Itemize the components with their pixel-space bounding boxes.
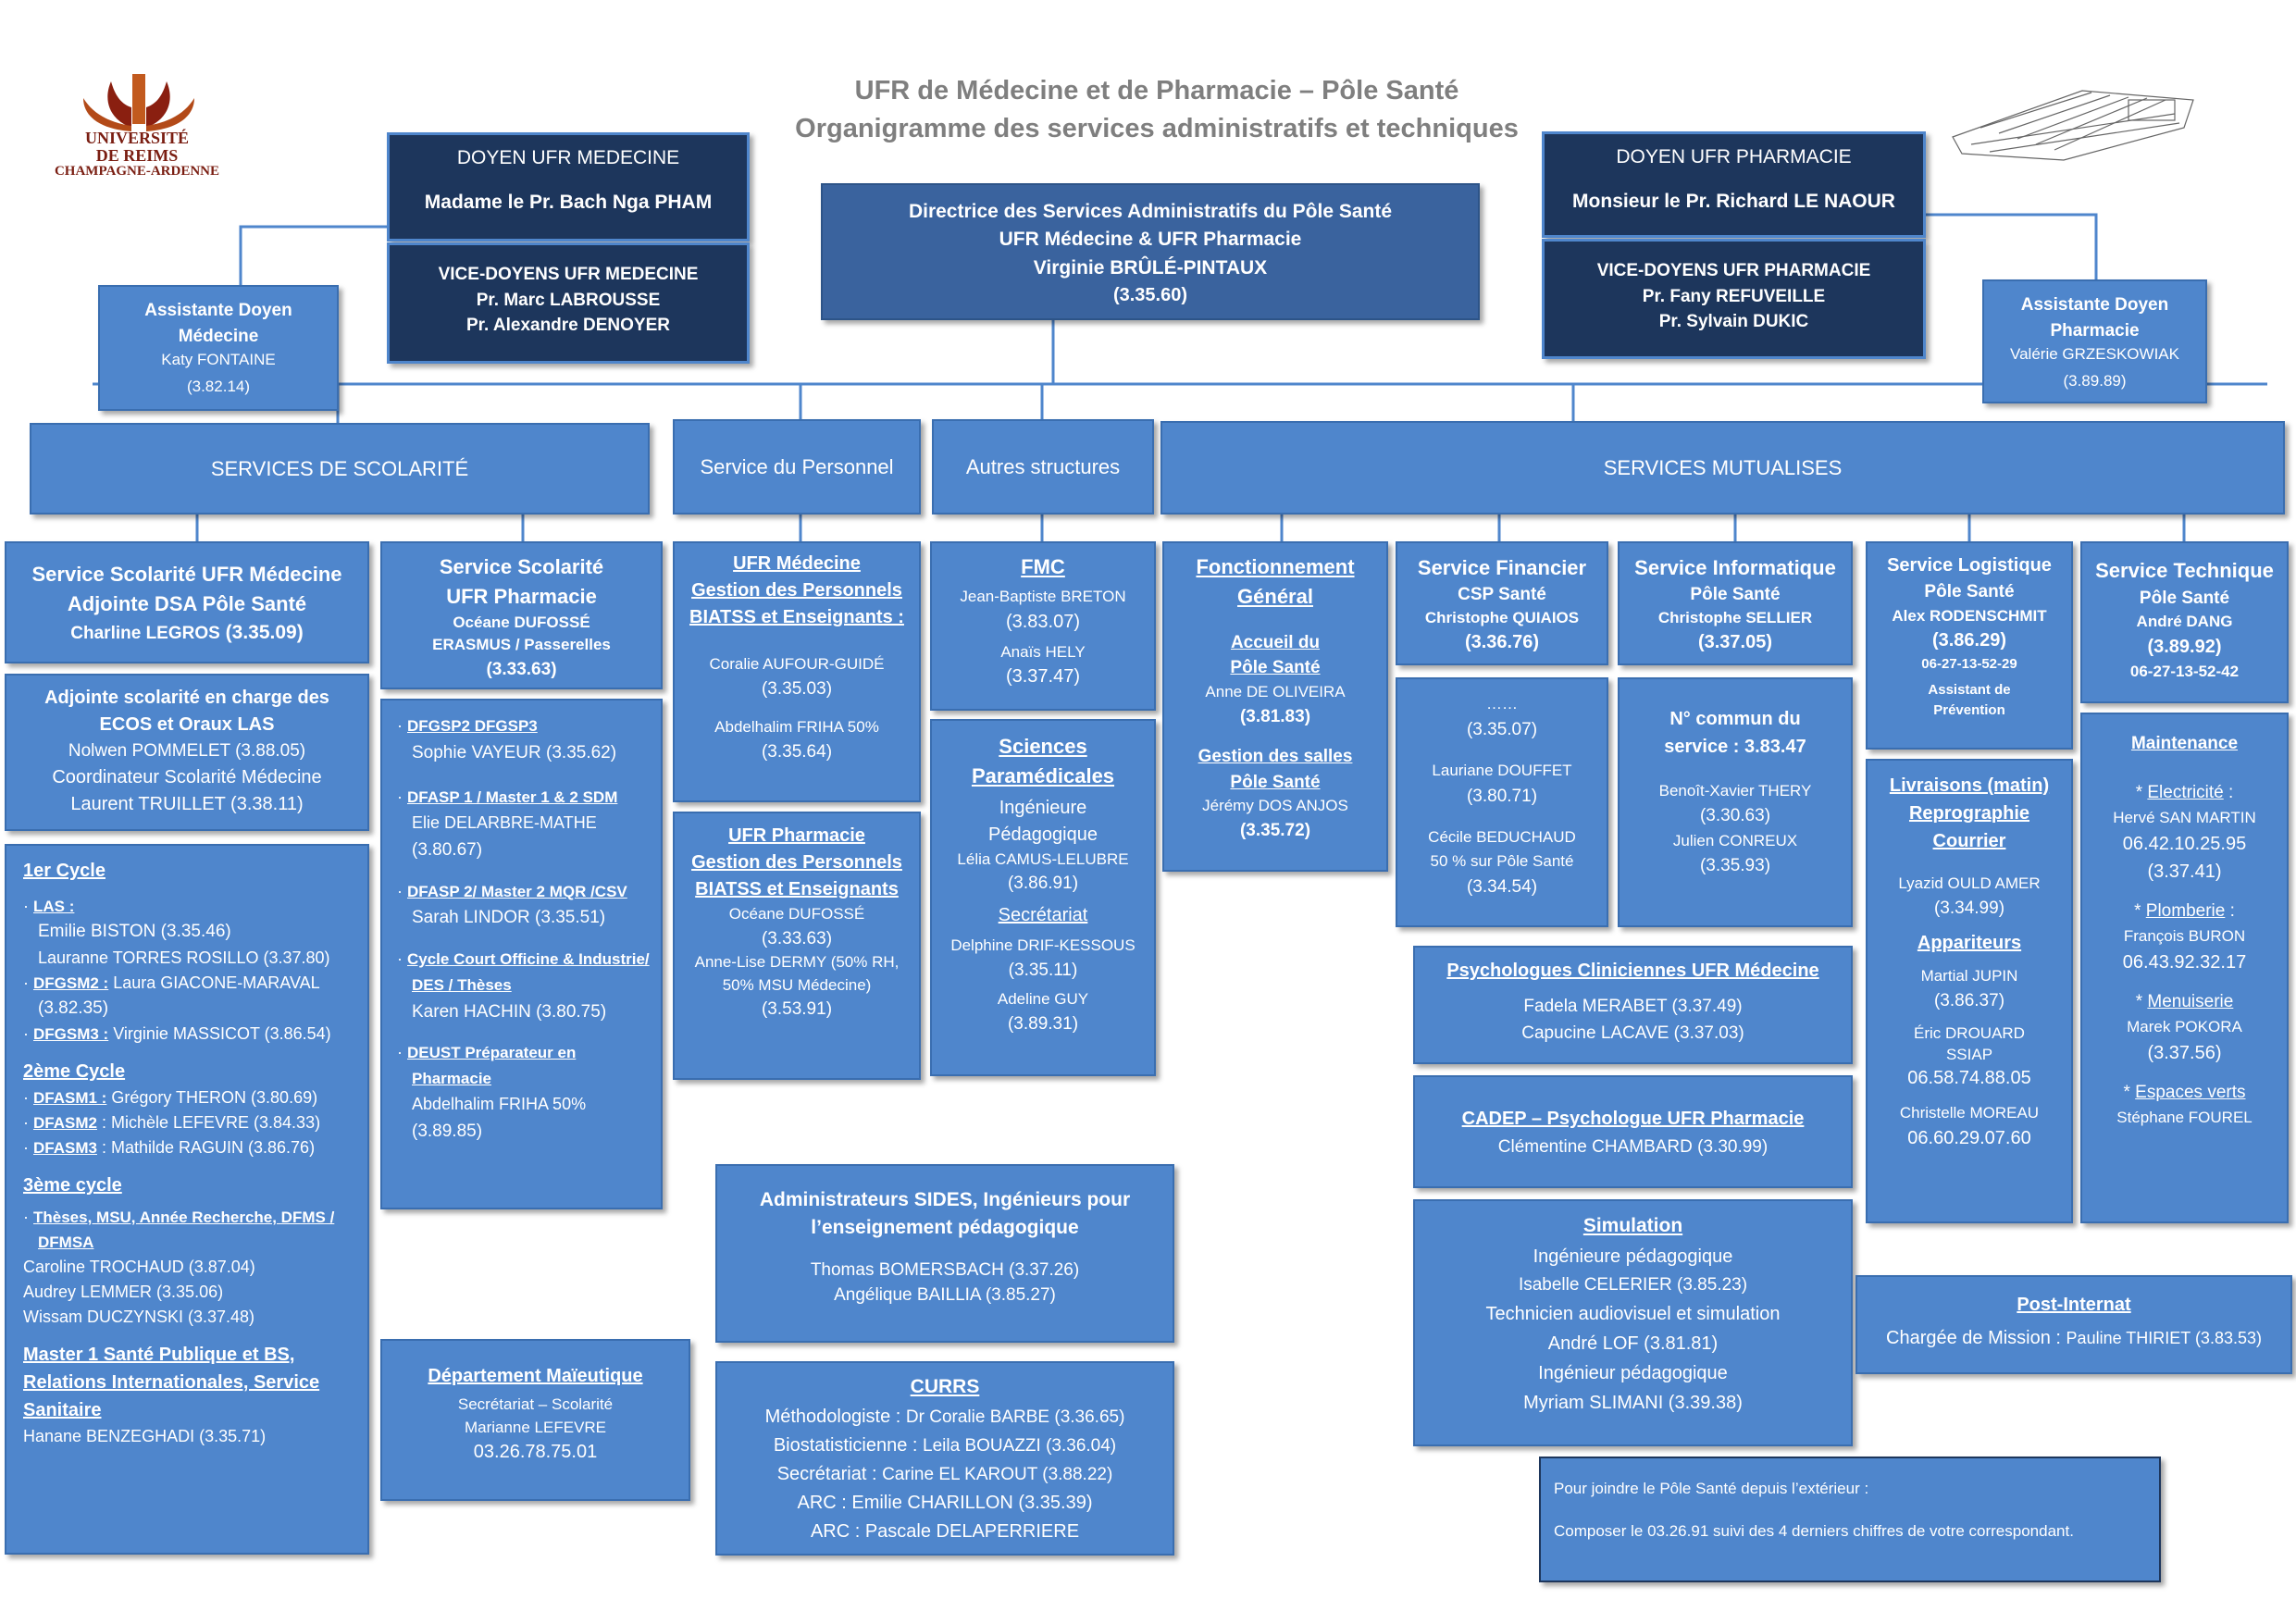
administrateurs-sides-box: Administrateurs SIDES, Ingénieurs pour l… [715, 1164, 1174, 1343]
service-logistique-box: Service Logistique Pôle Santé Alex RODEN… [1866, 541, 2073, 750]
cycles-medecine-box: 1er Cycle · LAS : Emilie BISTON (3.35.46… [5, 844, 369, 1555]
personnel-medecine-box: UFR Médecine Gestion des Personnels BIAT… [673, 541, 921, 802]
informatique-equipe-box: N° commun du service : 3.83.47 Benoît-Xa… [1618, 677, 1853, 927]
scolarite-pharmacie-box: Service Scolarité UFR Pharmacie Océane D… [380, 541, 663, 689]
personnel-pharmacie-box: UFR Pharmacie Gestion des Personnels BIA… [673, 812, 921, 1080]
livraisons-appariteurs-box: Livraisons (matin) Reprographie Courrier… [1866, 759, 2073, 1223]
vice-doyens-medecine-box: VICE-DOYENS UFR MEDECINE Pr. Marc LABROU… [387, 242, 750, 364]
service-financier-box: Service Financier CSP Santé Christophe Q… [1396, 541, 1608, 665]
adjointe-scolarite-box: Adjointe scolarité en charge des ECOS et… [5, 674, 369, 831]
maintenance-box: Maintenance * Electricité : Hervé SAN MA… [2080, 713, 2289, 1223]
service-informatique-box: Service Informatique Pôle Santé Christop… [1618, 541, 1853, 665]
currs-box: CURRS Méthodologiste : Dr Coralie BARBE … [715, 1361, 1174, 1556]
vice-doyens-pharmacie-box: VICE-DOYENS UFR PHARMACIE Pr. Fany REFUV… [1542, 239, 1926, 359]
directrice-box: Directrice des Services Administratifs d… [821, 183, 1480, 320]
assistante-doyen-pharmacie: Assistante Doyen Pharmacie Valérie GRZES… [1982, 279, 2207, 403]
header-services-scolarite: SERVICES DE SCOLARITÉ [30, 423, 650, 514]
university-logo-icon [83, 74, 194, 131]
university-logo-text: UNIVERSITÉ DE REIMS CHAMPAGNE-ARDENNE [54, 129, 220, 179]
service-technique-box: Service Technique Pôle Santé André DANG … [2080, 541, 2289, 703]
psychologues-cliniciennes-box: Psychologues Cliniciennes UFR Médecine F… [1413, 946, 1853, 1064]
assistante-doyen-medecine: Assistante Doyen Médecine Katy FONTAINE … [98, 285, 339, 411]
fmc-box: FMC Jean-Baptiste BRETON (3.83.07) Anaïs… [930, 541, 1156, 711]
scolarite-medecine-box: Service Scolarité UFR Médecine Adjointe … [5, 541, 369, 663]
cadep-box: CADEP – Psychologue UFR Pharmacie Clémen… [1413, 1075, 1853, 1188]
contact-info-box: Pour joindre le Pôle Santé depuis l’exté… [1539, 1457, 2161, 1582]
post-internat-box: Post-Internat Chargée de Mission : Pauli… [1855, 1275, 2292, 1374]
page-title: UFR de Médecine et de Pharmacie – Pôle S… [795, 76, 1519, 144]
pharmacie-formations-box: · DFGSP2 DFGSP3 Sophie VAYEUR (3.35.62) … [380, 699, 663, 1209]
header-autres-structures: Autres structures [932, 419, 1154, 514]
building-plan-icon [1952, 90, 2194, 161]
sciences-paramedicales-box: Sciences Paramédicales Ingénieure Pédago… [930, 719, 1156, 1076]
header-service-personnel: Service du Personnel [673, 419, 921, 514]
simulation-box: Simulation Ingénieure pédagogique Isabel… [1413, 1199, 1853, 1446]
financier-equipe-box: …… (3.35.07) Lauriane DOUFFET (3.80.71) … [1396, 677, 1608, 927]
departement-maieutique-box: Département Maïeutique Secrétariat – Sco… [380, 1339, 690, 1501]
doyen-medecine-box: DOYEN UFR MEDECINE Madame le Pr. Bach Ng… [387, 132, 750, 242]
fonctionnement-general-box: Fonctionnement Général Accueil du Pôle S… [1162, 541, 1388, 872]
doyen-pharmacie-box: DOYEN UFR PHARMACIE Monsieur le Pr. Rich… [1542, 131, 1926, 238]
header-services-mutualises: SERVICES MUTUALISES [1160, 421, 2285, 514]
